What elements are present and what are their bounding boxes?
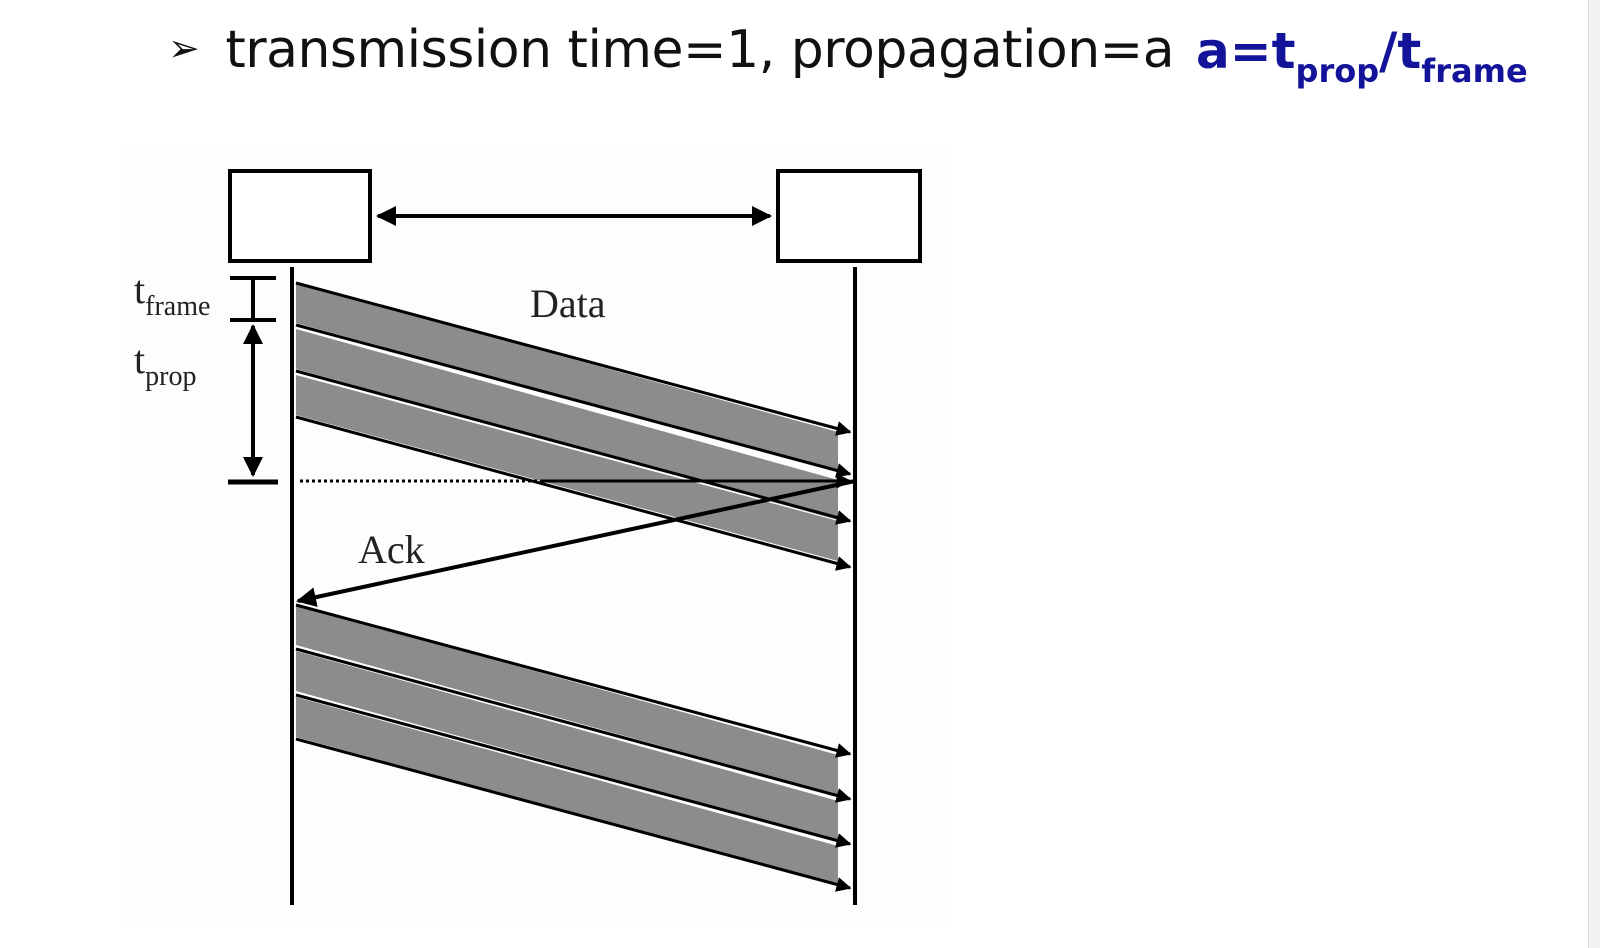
formula-slash: /t xyxy=(1379,22,1422,80)
label-ack: Ack xyxy=(358,527,425,572)
formula-lhs: a=t xyxy=(1196,22,1296,80)
label-t-frame: tframe xyxy=(134,267,210,322)
frame-6-trailing-edge xyxy=(295,737,852,892)
frame-4-leading-edge xyxy=(295,603,852,758)
frame-3-leading-edge xyxy=(295,369,852,525)
label-t-prop-main: t xyxy=(134,337,145,382)
label-data: Data xyxy=(530,281,606,326)
data-frame-6 xyxy=(296,697,838,886)
formula-denominator-sub: frame xyxy=(1421,52,1528,90)
formula-numerator-sub: prop xyxy=(1295,52,1380,90)
data-frame-2 xyxy=(296,329,838,520)
receiver-station-box xyxy=(776,169,922,263)
data-frame-1 xyxy=(296,283,838,472)
data-frame-5 xyxy=(296,651,838,841)
ack-arrow xyxy=(296,479,856,607)
label-t-prop-sub: prop xyxy=(145,361,196,392)
bullet-text: transmission time=1, propagation=a xyxy=(225,20,1175,80)
sliding-window-timing-diagram: tframe tprop Data Ack xyxy=(120,145,946,925)
frame-6-leading-edge xyxy=(295,693,852,848)
frame-3-trailing-edge xyxy=(295,415,852,571)
slide-edge xyxy=(1588,0,1600,948)
label-t-prop: tprop xyxy=(134,337,196,392)
diagram-svg: tframe tprop Data Ack xyxy=(134,169,922,905)
frame-2-leading-edge xyxy=(295,323,852,478)
data-frame-4 xyxy=(296,605,838,795)
frame-1-leading-edge xyxy=(295,281,852,436)
label-t-frame-sub: frame xyxy=(145,291,210,322)
second-burst-frames xyxy=(295,603,852,892)
formula-a-definition: a=tprop/tframe xyxy=(1196,22,1528,87)
sender-station-box xyxy=(228,169,372,263)
bullet-arrow-icon: ➢ xyxy=(168,26,200,70)
label-t-frame-main: t xyxy=(134,267,145,312)
bullet-point: ➢ transmission time=1, propagation=a xyxy=(168,10,1175,90)
frame-5-leading-edge xyxy=(295,647,852,803)
